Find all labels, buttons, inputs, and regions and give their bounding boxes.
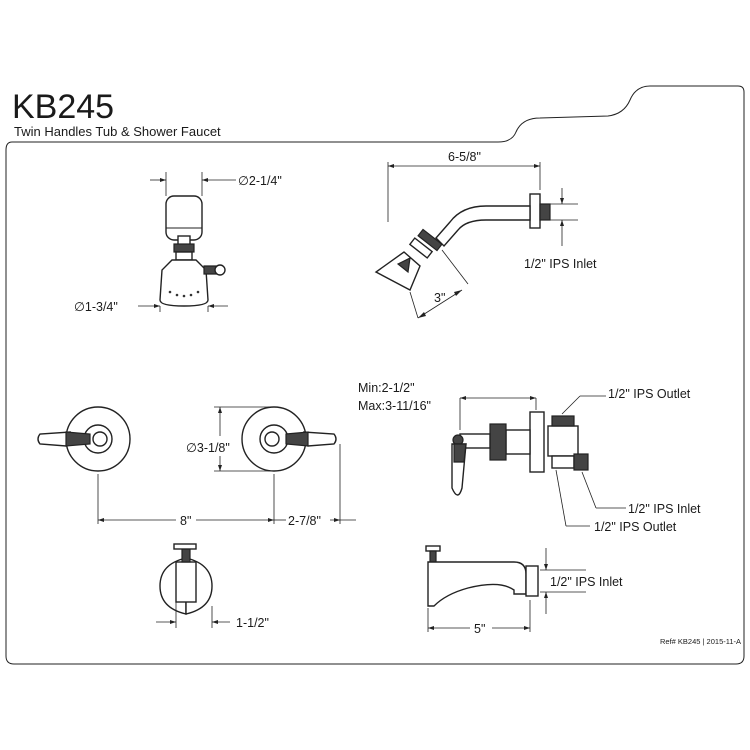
dim-spout (427, 548, 586, 632)
label-shower-inlet: 1/2" IPS Inlet (524, 257, 597, 271)
reference-code: Ref# KB245 | 2015-11-A (660, 637, 741, 646)
dim-arm (387, 162, 578, 319)
model-subtitle: Twin Handles Tub & Shower Faucet (14, 124, 221, 139)
label-spout-length: 5" (474, 622, 485, 636)
dim-handles (97, 406, 356, 524)
handle-right-front (241, 406, 337, 472)
label-diverter-depth: 1-1/2" (236, 616, 269, 630)
label-handle-dia: ∅3-1/8" (186, 441, 230, 455)
handle-left-front (37, 406, 131, 472)
drawing-frame (5, 85, 745, 665)
label-handle-depth: 2-7/8" (288, 514, 321, 528)
shower-head-front (159, 195, 226, 307)
label-spout-inlet: 1/2" IPS Inlet (550, 575, 623, 589)
dim-head (138, 304, 228, 312)
dim-flange (150, 172, 236, 196)
label-head-dia: ∅1-3/4" (74, 300, 118, 314)
dim-diverter (156, 600, 230, 628)
label-head-length: 3" (434, 291, 445, 305)
diverter-front (159, 543, 213, 615)
model-title: KB245 (12, 88, 114, 126)
label-arm-length: 6-5/8" (448, 150, 481, 164)
label-flange-dia: ∅2-1/4" (238, 174, 282, 188)
label-valve-min: Min:2-1/2" (358, 381, 415, 395)
label-valve-outlet-top: 1/2" IPS Outlet (608, 387, 691, 401)
label-valve-outlet-bottom: 1/2" IPS Outlet (594, 520, 677, 534)
label-valve-inlet: 1/2" IPS Inlet (628, 502, 701, 516)
dim-valve (459, 395, 626, 527)
label-center-spread: 8" (180, 514, 191, 528)
valve-side (451, 411, 589, 496)
tub-spout-side (425, 545, 539, 607)
shower-arm-side (374, 193, 551, 291)
label-valve-max: Max:3-11/16" (358, 399, 431, 413)
